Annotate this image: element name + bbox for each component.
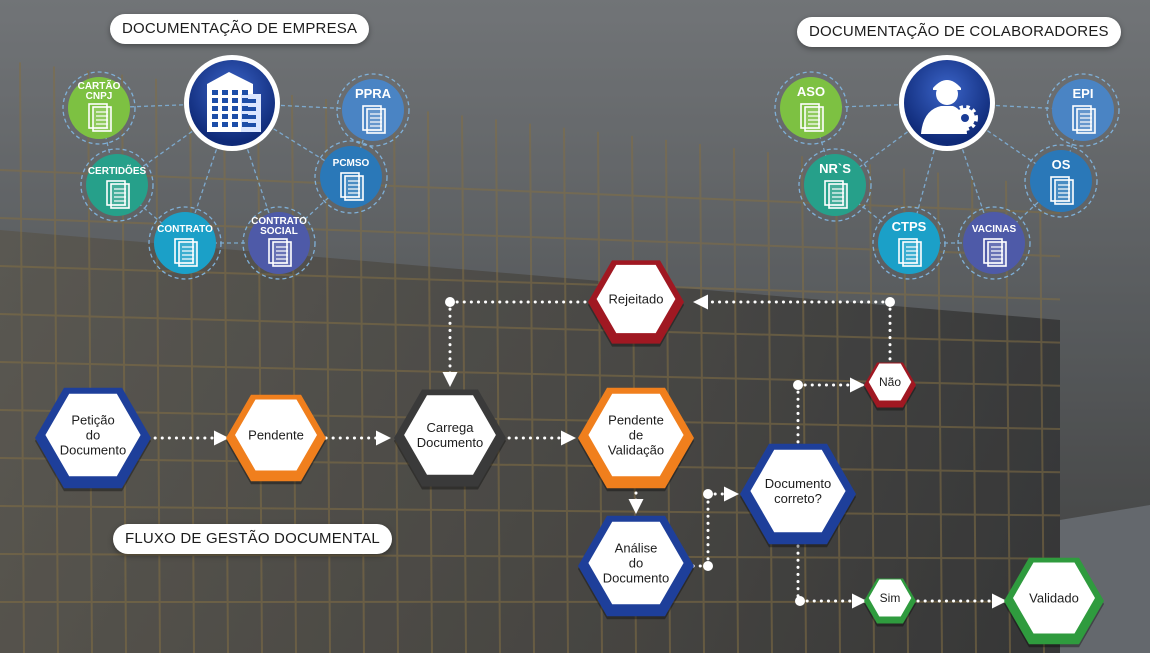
company-docs-title: DOCUMENTAÇÃO DE EMPRESA	[110, 14, 370, 44]
flow-node-label: Rejeitado	[609, 292, 664, 307]
document-icon	[268, 238, 292, 267]
flow-node-label: Validado	[1029, 591, 1079, 606]
employee-doc-aso[interactable]: ASO	[774, 71, 848, 145]
document-icon	[983, 238, 1007, 267]
document-label: OS	[1052, 157, 1071, 172]
flow-node-validado[interactable]: Validado	[1004, 557, 1104, 648]
document-label: EPI	[1073, 86, 1094, 101]
document-icon	[824, 180, 848, 209]
document-icon	[1050, 176, 1074, 205]
company-doc-contrato[interactable]: CONTRATO	[148, 206, 222, 280]
document-label: CERTIDÕES	[88, 164, 147, 177]
document-icon	[106, 180, 130, 209]
document-label: PPRA	[355, 86, 392, 101]
flow-title: FLUXO DE GESTÃO DOCUMENTAL	[113, 524, 392, 554]
flow-node-rejeitado[interactable]: Rejeitado	[588, 260, 684, 347]
document-label: ASO	[797, 84, 825, 99]
flow-node-pendente[interactable]: Pendente	[226, 394, 326, 485]
building-icon	[207, 72, 261, 132]
document-label: CONTRATO	[157, 224, 213, 235]
employee-doc-nr-s[interactable]: NR`S	[798, 148, 872, 222]
document-icon	[362, 105, 386, 134]
document-label: VACINAS	[972, 224, 1017, 235]
document-icon	[800, 103, 824, 132]
flow-node-label: Pendente	[248, 428, 304, 443]
flow-node-sim[interactable]: Sim	[864, 578, 916, 627]
worker-gear-icon	[921, 80, 978, 134]
document-icon	[88, 103, 112, 132]
document-icon	[174, 238, 198, 267]
employee-doc-vacinas[interactable]: VACINAS	[957, 206, 1031, 280]
employee-doc-os[interactable]: OS	[1024, 144, 1098, 218]
document-label: PCMSO	[333, 158, 370, 169]
company-doc-ppra[interactable]: PPRA	[336, 73, 410, 147]
document-label: NR`S	[819, 161, 851, 176]
document-label: CTPS	[892, 219, 927, 234]
document-icon	[898, 238, 922, 267]
company-hub	[184, 55, 280, 151]
employee-docs-title: DOCUMENTAÇÃO DE COLABORADORES	[797, 17, 1121, 47]
flow-node-label: Sim	[880, 591, 901, 605]
flow-node-nao[interactable]: Não	[864, 362, 916, 411]
employee-hub	[899, 55, 995, 151]
flow-node-label: Não	[879, 375, 901, 389]
company-doc-pcmso[interactable]: PCMSO	[314, 140, 388, 214]
document-icon	[340, 172, 364, 201]
document-icon	[1072, 105, 1096, 134]
employee-doc-ctps[interactable]: CTPS	[872, 206, 946, 280]
employee-doc-epi[interactable]: EPI	[1046, 73, 1120, 147]
company-doc-certid-es[interactable]: CERTIDÕES	[80, 148, 154, 222]
